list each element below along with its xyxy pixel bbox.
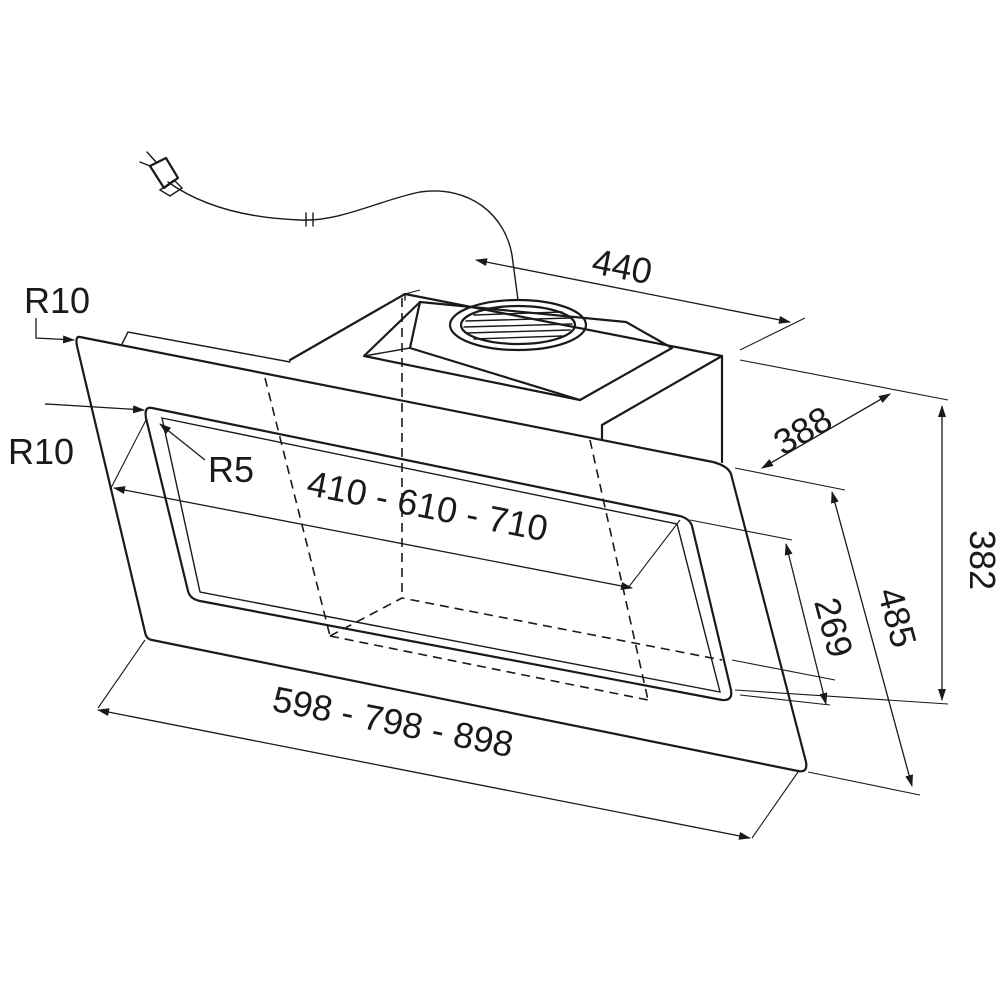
dimension-labels: R10 R10 R5 440 388 382 485 269 410 - 610… [8, 241, 1000, 765]
motor-housing [288, 292, 724, 464]
label-r5: R5 [208, 449, 254, 490]
back-plate-edge [121, 331, 291, 363]
label-r10-outer: R10 [24, 280, 90, 321]
label-485: 485 [870, 583, 925, 652]
hidden-body-outline [264, 298, 723, 701]
radius-leaders [35, 318, 206, 461]
label-overall-width: 598 - 798 - 898 [269, 678, 517, 765]
dimension-lines [97, 258, 946, 840]
label-269: 269 [806, 593, 861, 662]
power-cord [167, 181, 519, 301]
glass-panel [75, 335, 808, 773]
label-inner-width: 410 - 610 - 710 [304, 462, 552, 549]
label-382: 382 [962, 530, 1000, 590]
plug-icon [139, 151, 184, 197]
extension-lines [97, 289, 949, 839]
label-388: 388 [766, 398, 839, 464]
label-r10-inner: R10 [8, 431, 74, 472]
